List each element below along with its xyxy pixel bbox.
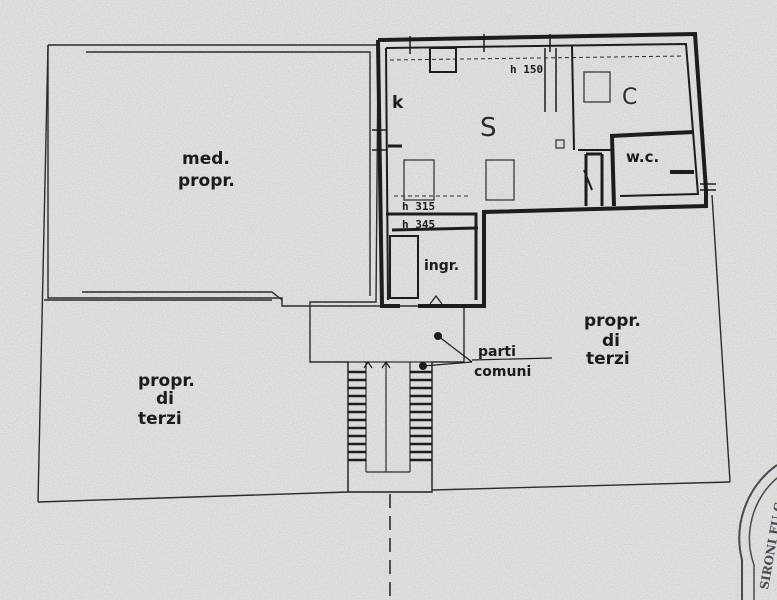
site-edge-left [37,44,49,503]
label-propr: propr. [178,171,235,191]
label-wc: w.c. [626,148,659,166]
label-terzi-right: terzi [586,349,630,369]
label-kitchen: k [392,93,404,113]
label-med: med. [182,149,230,169]
label-parti: parti [478,344,516,360]
site-edge-right [711,194,731,483]
label-propr-left: propr. [138,371,195,391]
label-h315: h 315 [402,200,435,213]
parti-comuni-leaders [419,332,553,370]
label-h150: h 150 [510,63,543,76]
label-di-left: di [156,389,174,409]
label-propr-right: propr. [584,311,641,331]
site-edge-bottom-left [37,491,349,503]
label-living: S [480,113,497,143]
apartment-walls [372,31,716,308]
label-terzi-left: terzi [138,409,182,429]
label-comuni: comuni [474,364,531,380]
site-edge-bottom-right [431,481,731,491]
label-bedroom: C [622,85,637,110]
label-h345: h 345 [402,218,435,231]
med-propr-inner-line [86,51,371,296]
label-di-right: di [602,331,620,351]
stairwell [347,360,433,493]
label-ingr: ingr. [424,258,459,274]
med-propr-inner-line-bottom [82,291,283,301]
